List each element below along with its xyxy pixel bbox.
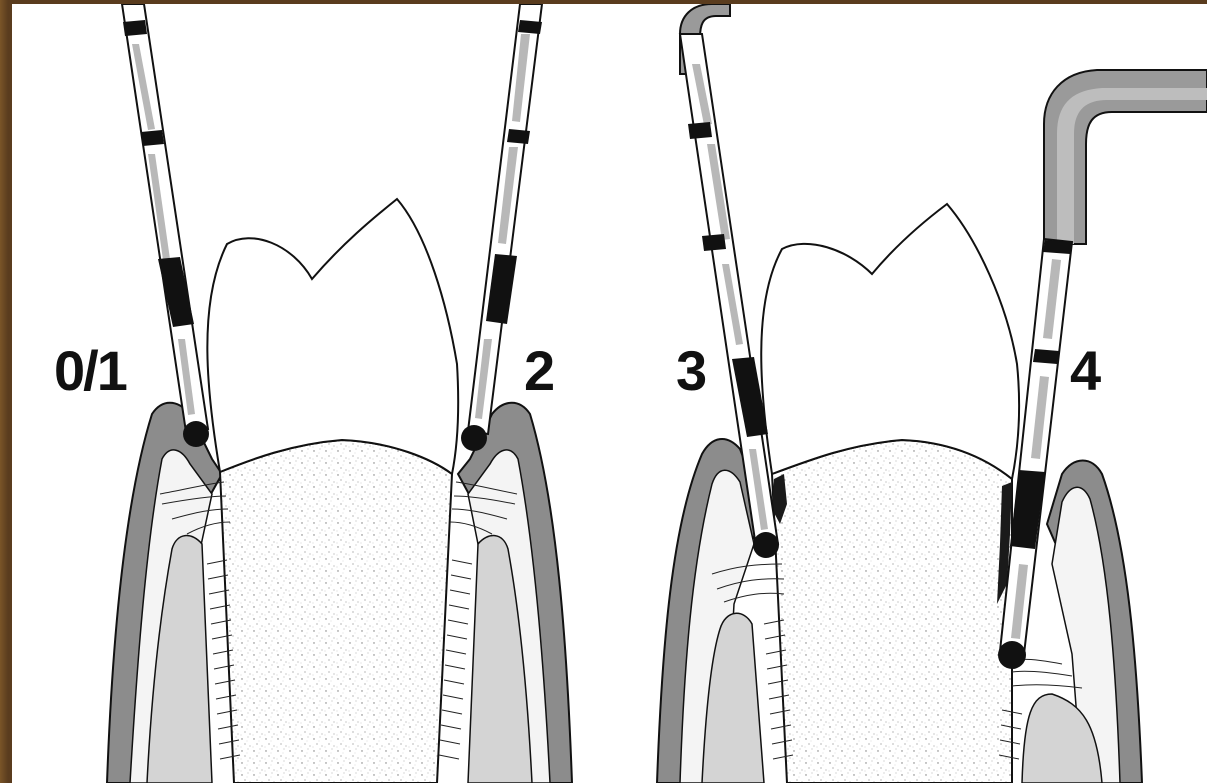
probe-stage-a (122, 4, 209, 447)
periodontal-probe-diagram: 0/1 2 3 4 (12, 4, 1207, 783)
root-left (220, 440, 452, 783)
label-stage-a: 0/1 (54, 339, 127, 402)
diagram-canvas: 0/1 2 3 4 (12, 4, 1207, 783)
crown-left (207, 199, 458, 474)
label-stage-d: 4 (1070, 339, 1101, 402)
label-stage-b: 2 (524, 339, 553, 402)
crown-right (761, 204, 1019, 479)
label-stage-c: 3 (676, 339, 706, 402)
root-right (772, 440, 1012, 783)
